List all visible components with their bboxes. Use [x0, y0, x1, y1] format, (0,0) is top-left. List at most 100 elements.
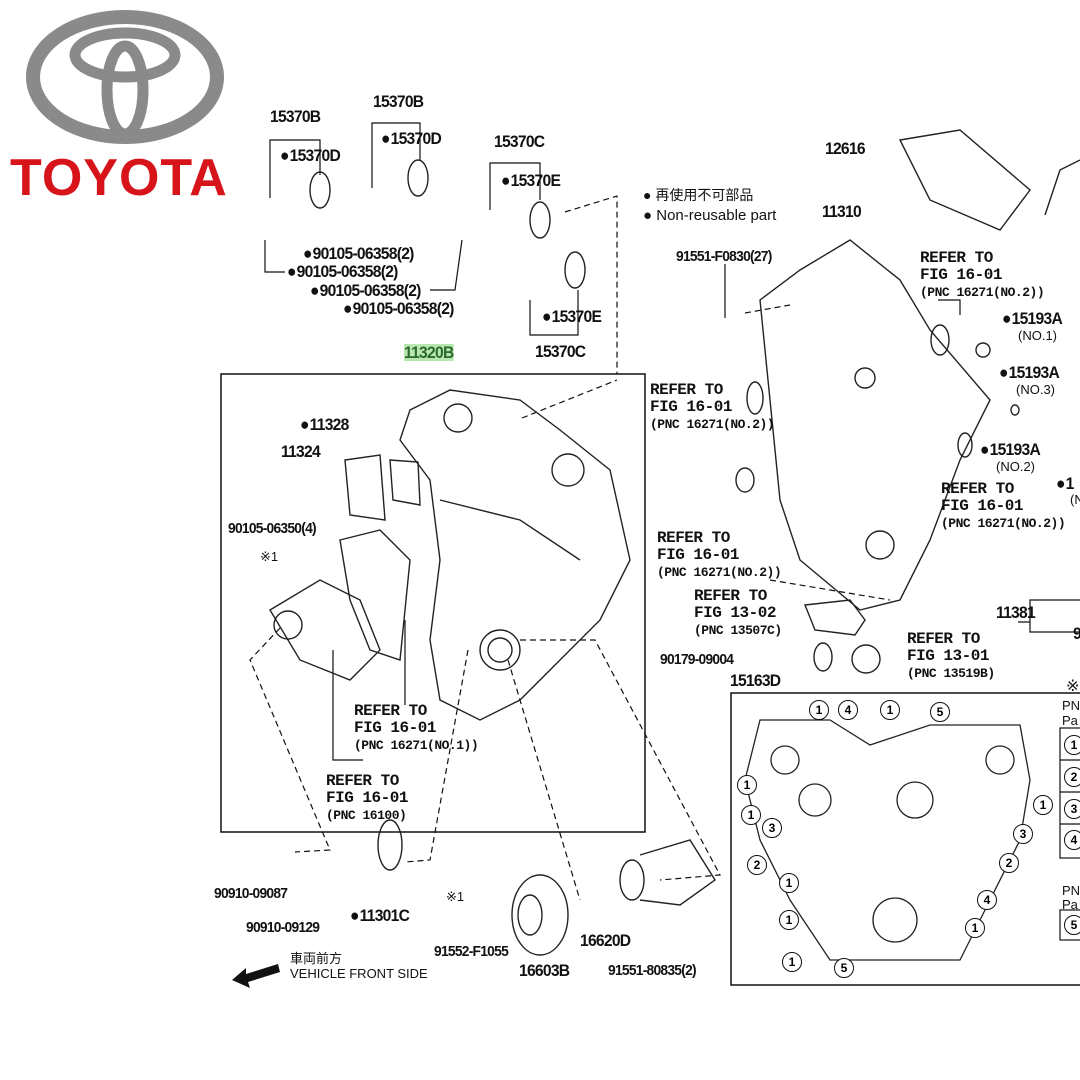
part-label[interactable]: 11324 — [281, 442, 321, 461]
callout: 2 — [1064, 767, 1080, 787]
refer-line: (PNC 16271(NO.1)) — [354, 738, 479, 753]
part-label[interactable]: 9 — [1073, 625, 1080, 642]
part-label[interactable]: 16620D — [580, 931, 631, 950]
part-label[interactable]: 15193A — [999, 364, 1060, 381]
refer-line: FIG 16-01 — [941, 497, 1023, 515]
callout: 2 — [999, 853, 1019, 873]
refer-line: (PNC 13519B) — [907, 666, 995, 681]
part-label[interactable]: 15370B — [373, 92, 424, 111]
callout: 4 — [838, 700, 858, 720]
inset-pn-header: PN — [1062, 698, 1080, 713]
part-label[interactable]: 11301C — [350, 907, 410, 924]
legend-jp-text: 再使用不可部品 — [655, 187, 754, 203]
callout: 1 — [809, 700, 829, 720]
refer-line: REFER TO — [354, 702, 427, 720]
callout: 5 — [1064, 915, 1080, 935]
part-sublabel: (NO.3) — [1016, 382, 1055, 397]
callout: 1 — [741, 805, 761, 825]
inset-pa-header: Pa — [1062, 897, 1078, 912]
refer-line: (PNC 16271(NO.2)) — [920, 285, 1045, 300]
refer-line: FIG 13-01 — [907, 647, 989, 665]
toyota-emblem — [26, 10, 224, 144]
refer-line: FIG 16-01 — [920, 266, 1002, 284]
inset-note-mark: ※ — [1066, 678, 1080, 695]
part-label[interactable]: 91552-F1055 — [434, 943, 509, 960]
callout: 2 — [747, 855, 767, 875]
callout: 4 — [1064, 830, 1080, 850]
part-sublabel: (N — [1070, 492, 1080, 507]
part-label[interactable]: 91551-F0830(27) — [676, 248, 772, 265]
refer-line: REFER TO — [694, 587, 767, 605]
part-label[interactable]: 91551-80835(2) — [608, 962, 697, 979]
callout: 1 — [782, 952, 802, 972]
part-label[interactable]: 90105-06358(2) — [287, 263, 399, 280]
legend-en-text: Non-reusable part — [656, 207, 777, 224]
callout: 5 — [834, 958, 854, 978]
part-label[interactable]: 15370E — [542, 308, 602, 325]
part-label[interactable]: 11381 — [996, 603, 1036, 622]
part-sublabel: (NO.2) — [996, 459, 1035, 474]
brand-logo-text: TOYOTA — [10, 149, 228, 207]
refer-line: REFER TO — [941, 480, 1014, 498]
part-label[interactable]: 1 — [1056, 475, 1075, 492]
refer-line: (PNC 16100) — [326, 808, 407, 823]
part-label[interactable]: 90910-09087 — [214, 885, 288, 902]
callout: 3 — [1064, 799, 1080, 819]
callout: 1 — [1064, 735, 1080, 755]
refer-line: REFER TO — [920, 249, 993, 267]
inset-pn-header: PN — [1062, 883, 1080, 898]
callout: 1 — [779, 910, 799, 930]
part-label[interactable]: 90105-06358(2) — [343, 300, 455, 317]
part-label[interactable]: 15193A — [980, 441, 1041, 458]
part-label[interactable]: 15193A — [1002, 310, 1063, 327]
part-label[interactable]: 15370E — [501, 172, 561, 189]
part-label[interactable]: 11310 — [822, 202, 862, 221]
direction-en: VEHICLE FRONT SIDE — [290, 966, 428, 981]
refer-line: REFER TO — [907, 630, 980, 648]
part-sublabel: (NO.1) — [1018, 328, 1057, 343]
part-label[interactable]: 15370D — [280, 147, 341, 164]
refer-line: FIG 13-02 — [694, 604, 776, 622]
part-label[interactable]: 12616 — [825, 139, 866, 158]
part-label[interactable]: 90105-06350(4) — [228, 520, 317, 537]
legend-jp: ● 再使用不可部品 — [643, 187, 754, 203]
part-label[interactable]: 90179-09004 — [660, 651, 734, 668]
part-label[interactable]: 15163D — [730, 671, 781, 690]
gaskets — [309, 159, 1020, 956]
part-label[interactable]: 16603B — [519, 961, 570, 980]
refer-line: FIG 16-01 — [326, 789, 408, 807]
note-mark: ※1 — [260, 549, 279, 564]
part-label[interactable]: 11328 — [300, 416, 350, 433]
refer-line: FIG 16-01 — [354, 719, 436, 737]
direction-jp: 車両前方 — [290, 951, 343, 966]
part-label[interactable]: 15370C — [494, 132, 545, 151]
part-label[interactable]: 90105-06358(2) — [310, 282, 422, 299]
callout: 1 — [779, 873, 799, 893]
callout: 3 — [1013, 824, 1033, 844]
timing-cover — [399, 389, 631, 721]
note-mark: ※1 — [446, 889, 465, 904]
callout: 1 — [965, 918, 985, 938]
callout: 1 — [1033, 795, 1053, 815]
part-label[interactable]: 90105-06358(2) — [303, 245, 415, 262]
refer-line: (PNC 16271(NO.2)) — [657, 565, 782, 580]
legend-en: ● Non-reusable part — [643, 207, 777, 224]
inset-box — [730, 692, 1080, 986]
refer-line: (PNC 16271(NO.2)) — [941, 516, 1066, 531]
assembly-box — [220, 373, 646, 833]
callout: 5 — [930, 702, 950, 722]
part-label[interactable]: 15370C — [535, 342, 586, 361]
part-label[interactable]: 90910-09129 — [246, 919, 320, 936]
highlighted-part-label[interactable]: 11320B — [404, 343, 454, 362]
part-label[interactable]: 15370D — [381, 130, 442, 147]
part-label[interactable]: 15370B — [270, 107, 321, 126]
